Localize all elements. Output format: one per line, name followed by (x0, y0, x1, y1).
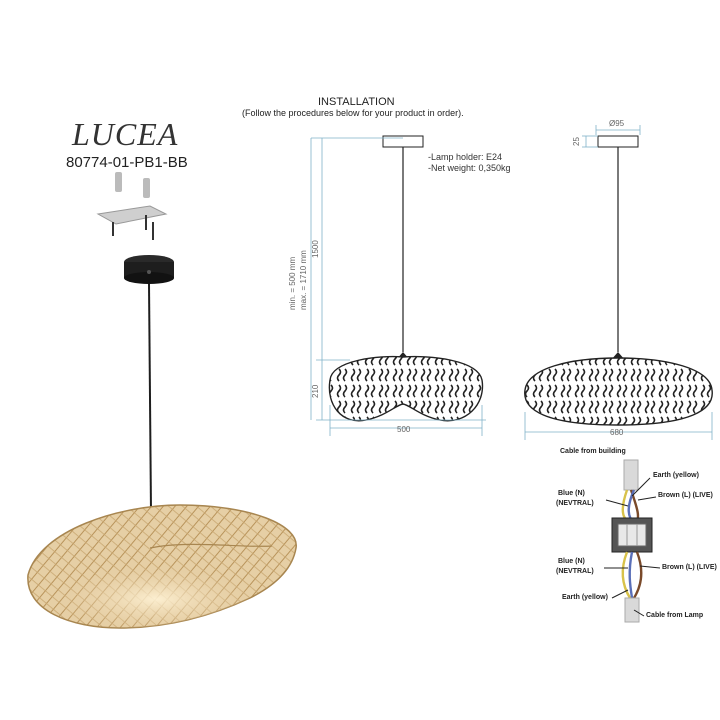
installation-title: INSTALLATION (318, 96, 395, 108)
pendant-cord (148, 283, 152, 513)
label-blue-bottom: Blue (N) (558, 558, 585, 565)
dimension-max-length: max. = 1710 mm (299, 250, 308, 310)
spec-net-weight: -Net weight: 0,350kg (428, 163, 511, 173)
wiring-diagram (604, 459, 661, 623)
product-model: 80774-01-PB1-BB (66, 154, 188, 171)
side-view-drawing (328, 135, 484, 422)
terminal-block-icon (611, 517, 653, 553)
spec-lamp-holder: -Lamp holder: E24 (428, 152, 503, 162)
dimension-width-front: 680 (610, 428, 624, 437)
label-brown-top: Brown (L) (LIVE) (658, 492, 713, 499)
label-earth-top: Earth (yellow) (653, 472, 699, 479)
label-neutral-top: (NEVTRAL) (556, 500, 594, 507)
label-cable-from-lamp: Cable from Lamp (646, 612, 704, 619)
installation-subtitle: (Follow the procedures below for your pr… (242, 108, 464, 118)
dimension-width-side: 500 (397, 425, 411, 434)
label-brown-bottom: Brown (L) (LIVE) (662, 564, 717, 571)
mounting-bracket-icon (96, 172, 168, 240)
dimension-shade-height: 210 (311, 384, 320, 398)
dimension-min-length: min. = 500 mm (288, 256, 297, 310)
label-earth-bottom: Earth (yellow) (562, 594, 608, 601)
label-cable-from-building: Cable from building (560, 448, 626, 455)
dimension-lines (310, 125, 713, 440)
dimension-canopy-height: 25 (572, 137, 581, 146)
ceiling-canopy-icon (124, 255, 174, 284)
dimension-canopy-diameter: Ø95 (609, 119, 625, 128)
rattan-shade-icon (27, 504, 297, 629)
product-name: LUCEA (72, 116, 179, 152)
label-neutral-bottom: (NEVTRAL) (556, 568, 594, 575)
front-view-drawing (524, 135, 713, 426)
label-blue-top: Blue (N) (558, 490, 585, 497)
dimension-cable: 1500 (311, 240, 320, 258)
